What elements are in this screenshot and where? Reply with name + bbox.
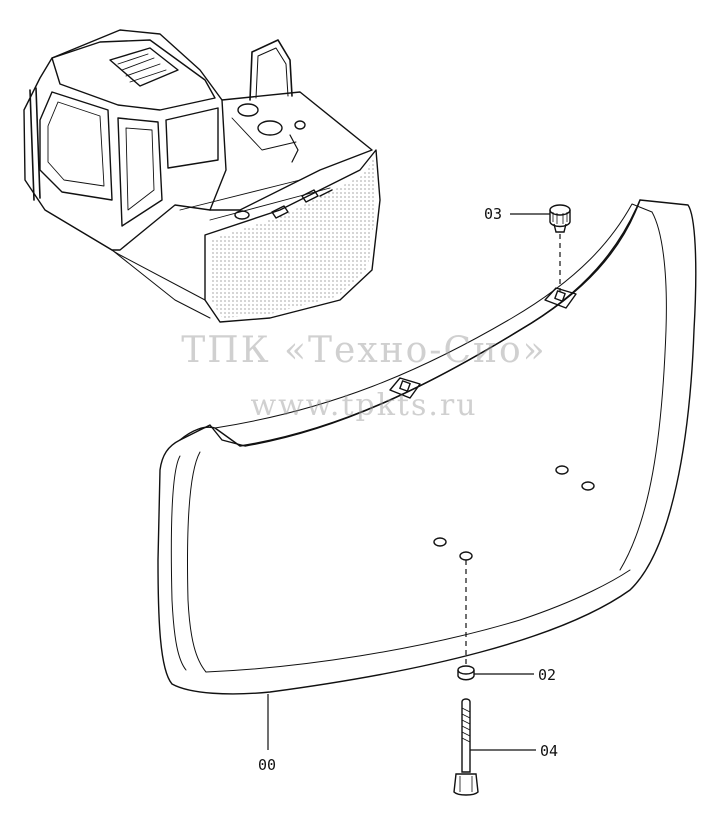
cab-outline	[23, 29, 227, 251]
leader-lines	[267, 213, 550, 751]
cab-door	[117, 117, 163, 227]
hole	[433, 537, 447, 547]
callout-04: 04	[540, 742, 558, 760]
overview-counterweight	[204, 149, 381, 323]
callout-03: 03	[484, 205, 502, 223]
cab-roof	[51, 39, 216, 111]
part-04-bolt	[453, 698, 479, 796]
counterweight-top-face	[179, 199, 641, 447]
counterweight-drawing	[157, 199, 697, 695]
hole	[555, 465, 569, 475]
upper-deck	[209, 91, 373, 211]
callout-00: 00	[258, 756, 276, 774]
excavator-overview-illustration	[23, 29, 381, 323]
mounting-plate-left	[389, 377, 421, 399]
cab-window	[39, 91, 113, 201]
mounting-plate-right	[544, 287, 577, 309]
part-03-cap	[549, 204, 571, 233]
part-02-washer	[457, 665, 475, 681]
hole	[459, 551, 473, 561]
callout-02: 02	[538, 666, 556, 684]
hole	[581, 481, 595, 491]
